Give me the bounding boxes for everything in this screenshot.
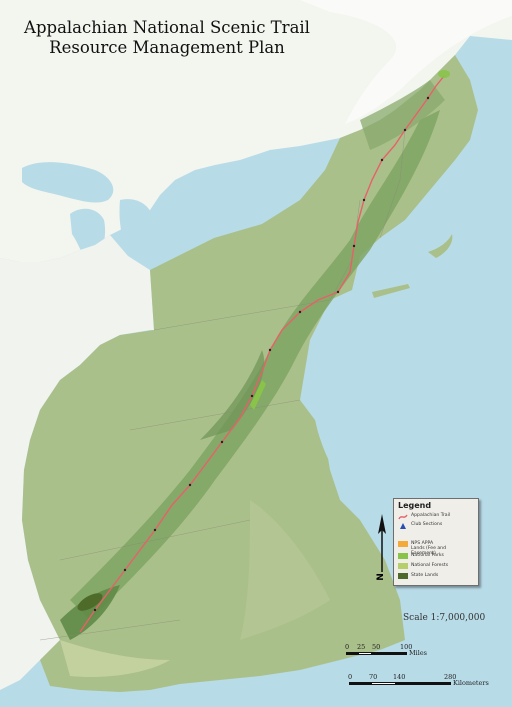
lake-superior (22, 162, 114, 203)
map-legend: Legend Appalachian Trail Club Sections N… (393, 498, 479, 586)
piedmont-plain (60, 640, 170, 678)
north-arrow-icon (378, 514, 386, 572)
legend-item-forests: National Forests (398, 563, 448, 569)
us-land-outside (0, 235, 154, 690)
map-title-line1: Appalachian National Scenic Trail (24, 18, 310, 37)
km-tick: 70 (369, 673, 378, 681)
katahdin-park (438, 70, 450, 78)
canada-land (0, 0, 512, 262)
miles-tick: 50 (372, 643, 381, 651)
delaware-bay (337, 352, 347, 384)
shenandoah-park (250, 380, 266, 410)
legend-label: Appalachian Trail (411, 513, 451, 518)
miles-tick: 100 (400, 643, 413, 651)
long-island (372, 284, 410, 298)
legend-swatch (398, 541, 408, 547)
appalachian-trail-line (79, 75, 445, 633)
legend-label: Club Sections (411, 522, 443, 527)
miles-bar (346, 652, 407, 655)
coastal-plain (240, 500, 330, 640)
miles-tick: 25 (357, 643, 366, 651)
lake-huron (119, 199, 154, 255)
km-tick: 0 (348, 673, 353, 681)
legend-item-state: State Lands (398, 573, 438, 579)
km-unit: Kilometers (453, 679, 489, 687)
legend-item-trail: Appalachian Trail (398, 513, 450, 521)
legend-swatch (398, 553, 408, 559)
km-tick: 140 (393, 673, 406, 681)
blue-triangle-icon (400, 523, 406, 529)
legend-item-parks: National Parks (398, 553, 444, 559)
map-title: Appalachian National Scenic Trail Resour… (22, 18, 312, 58)
miles-tick: 0 (345, 643, 350, 651)
club-section-markers (93, 96, 430, 612)
forest-northeast (360, 80, 445, 150)
red-line-icon (398, 514, 408, 520)
st-lawrence-region (300, 0, 512, 124)
km-bar (349, 682, 451, 685)
north-arrow: N (373, 510, 391, 590)
miles-unit: Miles (409, 649, 427, 657)
north-label: N (375, 573, 386, 581)
map-title-line2: Resource Management Plan (49, 38, 285, 57)
km-tick: 280 (444, 673, 457, 681)
forest-southern (60, 585, 120, 640)
scale-ratio: Scale 1:7,000,000 (403, 613, 486, 623)
legend-swatch (398, 563, 408, 569)
smoky-mountains-park (77, 593, 103, 611)
legend-item-nps: NPS APPA Lands (Fee and Easement) (398, 541, 447, 556)
legend-label: National Forests (411, 563, 449, 568)
forest-ridge (70, 110, 440, 620)
legend-item-club: Club Sections (398, 522, 442, 530)
chesapeake-bay (312, 370, 340, 474)
legend-label: National Parks (411, 553, 444, 558)
cape-cod (428, 234, 453, 258)
legend-title: Legend (398, 501, 432, 510)
legend-swatch (398, 573, 408, 579)
legend-label: NPS APPA Lands (Fee and Easement) (411, 541, 446, 556)
legend-label: State Lands (411, 573, 439, 578)
